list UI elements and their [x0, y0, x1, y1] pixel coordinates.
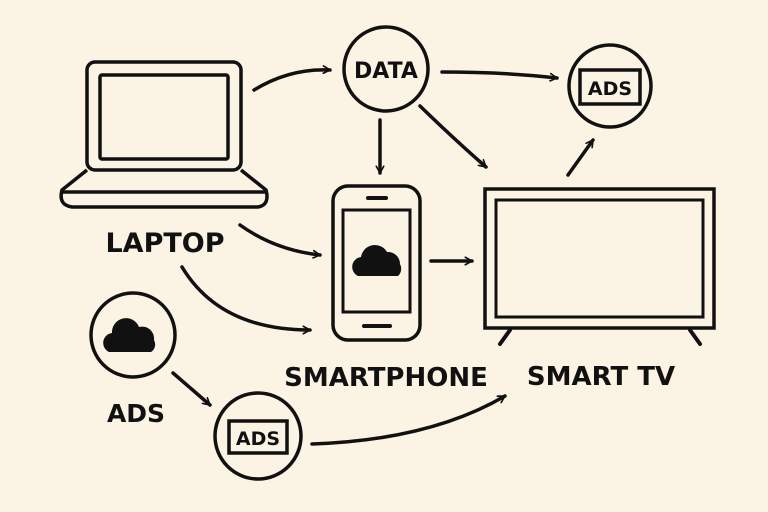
edge-laptop-smartphone-lower: [180, 265, 312, 330]
ads-cloud-label: ADS: [107, 399, 165, 428]
cloud-icon: [103, 318, 156, 352]
data-node: [342, 25, 430, 113]
edge-adscloud-adsbottom: [171, 371, 212, 407]
ads-top-node: [567, 43, 653, 129]
tv-icon: [483, 187, 716, 346]
ads-cloud-node: [89, 291, 177, 379]
edge-tv-ads: [566, 138, 595, 177]
ads-bottom-label: ADS: [236, 428, 280, 450]
smartphone-label: SMARTPHONE: [284, 363, 488, 393]
ads-top-label: ADS: [588, 78, 632, 100]
edge-data-ads: [440, 70, 559, 78]
smart-tv-label: SMART TV: [527, 362, 675, 392]
edge-data-tv: [418, 104, 488, 169]
edge-adsbottom-tv: [310, 394, 507, 446]
ads-top-box: [578, 68, 642, 106]
edge-laptop-data: [252, 70, 332, 92]
edge-laptop-smartphone-upper: [238, 223, 322, 255]
ads-bottom-box: [227, 419, 289, 455]
smartphone-icon: [331, 184, 422, 342]
laptop-icon: [59, 60, 269, 209]
laptop-label: LAPTOP: [105, 228, 224, 259]
cloud-icon: [352, 244, 402, 276]
ads-bottom-node: [213, 391, 303, 481]
data-label: DATA: [354, 59, 418, 84]
